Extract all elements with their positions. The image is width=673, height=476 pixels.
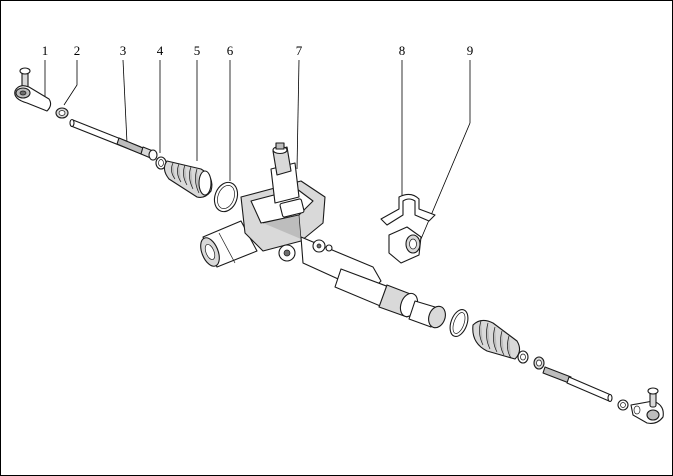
left-tie-rod-end xyxy=(14,67,52,112)
leader-2 xyxy=(63,60,78,106)
right-large-clamp xyxy=(449,309,469,337)
right-lock-nut xyxy=(617,399,629,411)
callout-8: 8 xyxy=(399,43,406,58)
callout-5: 5 xyxy=(194,43,201,58)
leader-3 xyxy=(122,59,128,144)
mounting-bracket xyxy=(380,193,436,226)
large-boot-clamp xyxy=(213,181,239,213)
left-tie-rod xyxy=(69,118,158,161)
rubber-bushing xyxy=(388,226,422,264)
callout-7: 7 xyxy=(296,43,303,58)
callout-9: 9 xyxy=(467,43,474,58)
leader-7 xyxy=(296,59,300,170)
callout-4: 4 xyxy=(157,43,164,58)
small-boot-clamp xyxy=(155,156,167,170)
right-tie-rod-end xyxy=(630,387,664,424)
right-small-clamp xyxy=(517,350,545,370)
steering-gear-housing xyxy=(200,142,382,294)
right-bellows-boot xyxy=(472,319,521,360)
rack-tube xyxy=(334,268,446,329)
lock-nut xyxy=(55,107,69,119)
right-tie-rod xyxy=(542,366,613,403)
callout-6: 6 xyxy=(227,43,234,58)
leader-9b xyxy=(420,122,471,240)
left-bellows-boot xyxy=(163,160,213,198)
callout-2: 2 xyxy=(74,43,81,58)
callout-3: 3 xyxy=(120,43,127,58)
callout-1: 1 xyxy=(42,43,49,58)
